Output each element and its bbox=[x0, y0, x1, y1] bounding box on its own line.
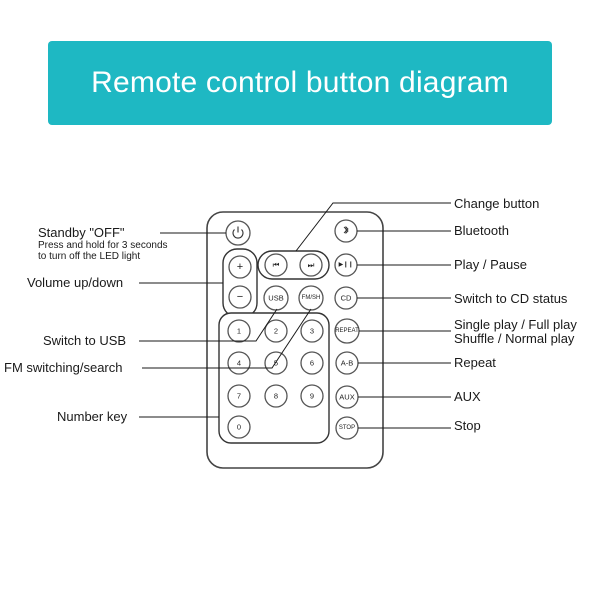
usb-label: Switch to USB bbox=[43, 333, 127, 348]
number-key-label: 7 bbox=[237, 392, 241, 401]
volume-label: Volume up/down bbox=[27, 275, 124, 290]
number-key-0[interactable]: 0 bbox=[227, 415, 251, 439]
number-key-label: 3 bbox=[310, 327, 314, 336]
cd-label: Switch to CD status bbox=[454, 291, 568, 306]
bluetooth-label: Bluetooth bbox=[454, 223, 509, 238]
number-key-label: 4 bbox=[237, 359, 241, 368]
bluetooth-button[interactable] bbox=[334, 219, 358, 243]
standby-desc-line1: Press and hold for 3 seconds bbox=[38, 240, 168, 251]
aux-button[interactable]: AUX bbox=[335, 385, 359, 409]
number-key-5[interactable]: 5 bbox=[264, 351, 288, 375]
minus-icon: − bbox=[237, 291, 243, 303]
bluetooth-icon bbox=[343, 225, 349, 235]
stop-label: Stop bbox=[454, 418, 481, 433]
power-icon bbox=[232, 226, 244, 239]
play-pause-label: Play / Pause bbox=[454, 257, 527, 272]
usb-leader bbox=[139, 308, 278, 342]
plus-icon: + bbox=[237, 261, 243, 273]
repeat-mode-label-line1: Single play / Full play bbox=[454, 317, 577, 332]
ab-button-label: A-B bbox=[341, 359, 354, 368]
title-banner: Remote control button diagram bbox=[48, 41, 552, 125]
number-key-9[interactable]: 9 bbox=[300, 384, 324, 408]
prev-button[interactable]: ⏮ bbox=[264, 253, 288, 277]
repeat-mode-button-label: REPEAT bbox=[335, 328, 359, 334]
fm-leader bbox=[142, 308, 312, 369]
next-icon: ⏭ bbox=[308, 261, 315, 270]
leader-lines bbox=[139, 202, 451, 429]
change-label: Change button bbox=[454, 196, 540, 211]
stop-button-label: STOP bbox=[339, 425, 355, 431]
number-key-label: 6 bbox=[310, 359, 314, 368]
repeat-mode-label-line2: Shuffle / Normal play bbox=[454, 331, 575, 346]
next-button[interactable]: ⏭ bbox=[299, 253, 323, 277]
number-key-7[interactable]: 7 bbox=[227, 384, 251, 408]
number-key-3[interactable]: 3 bbox=[300, 319, 324, 343]
prev-icon: ⏮ bbox=[273, 261, 280, 270]
number-key-4[interactable]: 4 bbox=[227, 351, 251, 375]
fmsh-button-label: FM/SH bbox=[302, 295, 321, 301]
stop-button[interactable]: STOP bbox=[335, 416, 359, 440]
number-key-label: Number key bbox=[57, 409, 128, 424]
standby-desc-line2: to turn off the LED light bbox=[38, 251, 141, 262]
usb-button-label: USB bbox=[268, 294, 283, 303]
number-key-label: 9 bbox=[310, 392, 314, 401]
cd-button-label: CD bbox=[341, 294, 352, 303]
cd-button[interactable]: CD bbox=[334, 286, 358, 310]
play-pause-icon: ▶❙❙ bbox=[339, 261, 354, 268]
aux-button-label: AUX bbox=[339, 393, 354, 402]
usb-button[interactable]: USB bbox=[263, 285, 289, 311]
number-key-label: 5 bbox=[274, 359, 278, 368]
standby-label: Standby "OFF" bbox=[38, 225, 125, 240]
number-key-label: 1 bbox=[237, 327, 241, 336]
number-key-2[interactable]: 2 bbox=[264, 319, 288, 343]
play-pause-button[interactable]: ▶❙❙ bbox=[334, 253, 358, 277]
number-key-8[interactable]: 8 bbox=[264, 384, 288, 408]
volume-up-button[interactable]: + bbox=[228, 255, 252, 279]
volume-down-button[interactable]: − bbox=[228, 285, 252, 309]
repeat-label: Repeat bbox=[454, 355, 496, 370]
power-button[interactable] bbox=[225, 220, 251, 246]
number-key-label: 8 bbox=[274, 392, 278, 401]
repeat-mode-button[interactable]: REPEAT bbox=[334, 318, 360, 344]
number-key-6[interactable]: 6 bbox=[300, 351, 324, 375]
fm-label: FM switching/search bbox=[4, 360, 123, 375]
number-key-1[interactable]: 1 bbox=[227, 319, 251, 343]
ab-button[interactable]: A-B bbox=[335, 351, 359, 375]
aux-label: AUX bbox=[454, 389, 481, 404]
fmsh-button[interactable]: FM/SH bbox=[298, 285, 324, 311]
number-key-label: 0 bbox=[237, 423, 241, 432]
change-leader bbox=[295, 202, 451, 252]
number-key-label: 2 bbox=[274, 327, 278, 336]
page-title: Remote control button diagram bbox=[91, 66, 509, 99]
